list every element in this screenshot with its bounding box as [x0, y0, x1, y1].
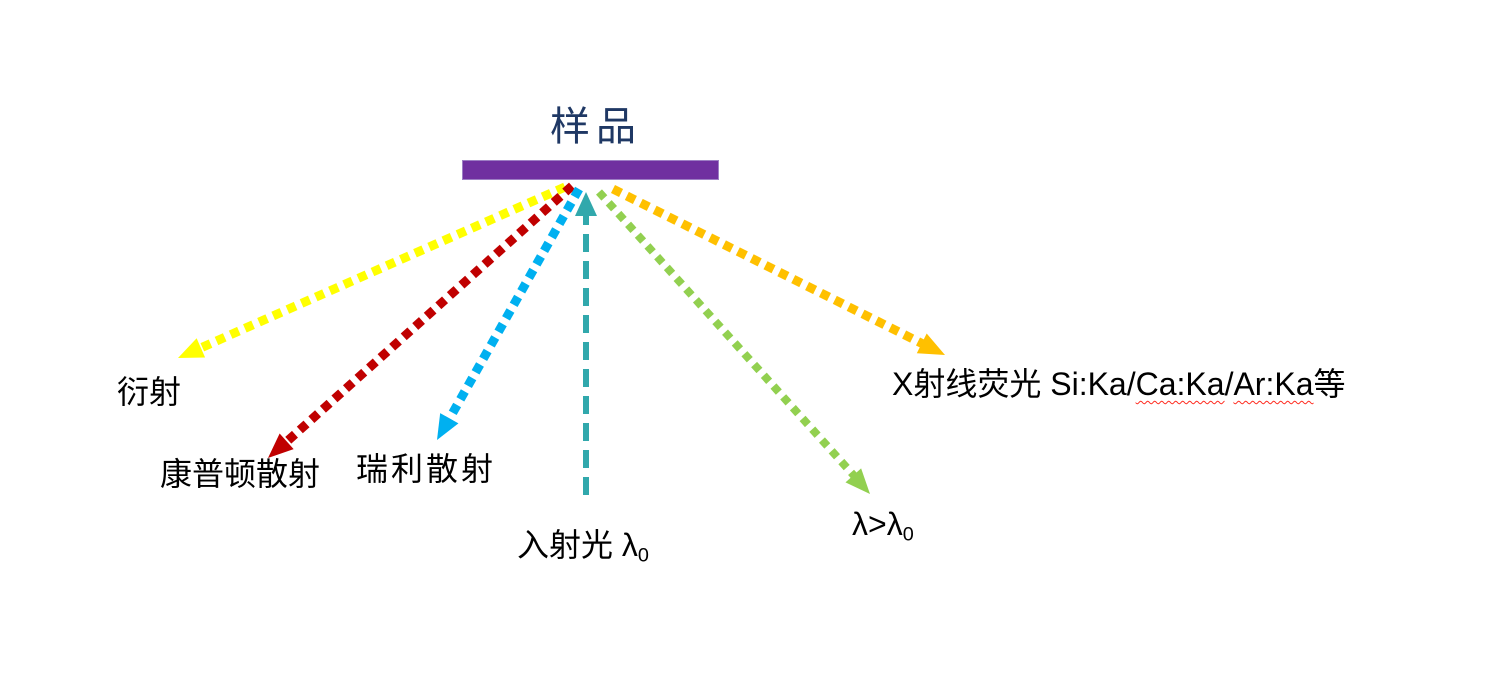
incident-light-label-subscript: 0 [637, 544, 649, 567]
fluorescence-label-part2: 等 [1313, 366, 1346, 402]
compton-arrowhead [268, 433, 294, 458]
diffraction-arrow-line [194, 182, 567, 355]
fluorescence-arrowhead [916, 333, 945, 355]
sample-title: 样品 [550, 105, 642, 149]
longer-wavelength-label: λ>λ0 [852, 506, 914, 546]
compton-arrow [268, 182, 576, 458]
incident-light-label-text: 入射光 λ [517, 527, 638, 563]
fluorescence-label-misspelled1: Ca:Ka [1135, 366, 1225, 402]
fluorescence-label-part1: X射线荧光 Si:Ka/ [892, 366, 1136, 402]
sample-bar [462, 160, 719, 180]
diffraction-label: 衍射 [117, 374, 182, 410]
incident-light-label: 入射光 λ0 [517, 527, 649, 567]
diffraction-arrow [178, 182, 567, 358]
longer-wavelength-label-subscript: 0 [902, 523, 914, 546]
longer-wavelength-arrowhead [845, 468, 870, 494]
longer-wavelength-label-text: λ>λ [852, 506, 903, 542]
longer-wavelength-arrow-line [596, 189, 860, 482]
incident-beam-arrowhead [575, 192, 597, 216]
fluorescence-label-slash: / [1224, 366, 1234, 402]
incident-beam-arrow [575, 192, 597, 495]
fluorescence-label-misspelled2: Ar:Ka [1233, 366, 1314, 402]
longer-wavelength-arrow [596, 189, 870, 494]
rayleigh-arrow [437, 186, 583, 440]
fluorescence-arrow-line [610, 184, 930, 351]
compton-arrow-line [279, 182, 576, 449]
rayleigh-arrow-line [443, 186, 583, 426]
diffraction-arrowhead [178, 338, 206, 358]
rayleigh-label: 瑞利散射 [356, 451, 497, 487]
fluorescence-label: X射线荧光 Si:Ka/Ca:Ka/Ar:Ka等 [892, 366, 1346, 403]
compton-label: 康普顿散射 [160, 456, 321, 492]
rayleigh-arrowhead [437, 413, 459, 440]
fluorescence-arrow [610, 184, 945, 355]
